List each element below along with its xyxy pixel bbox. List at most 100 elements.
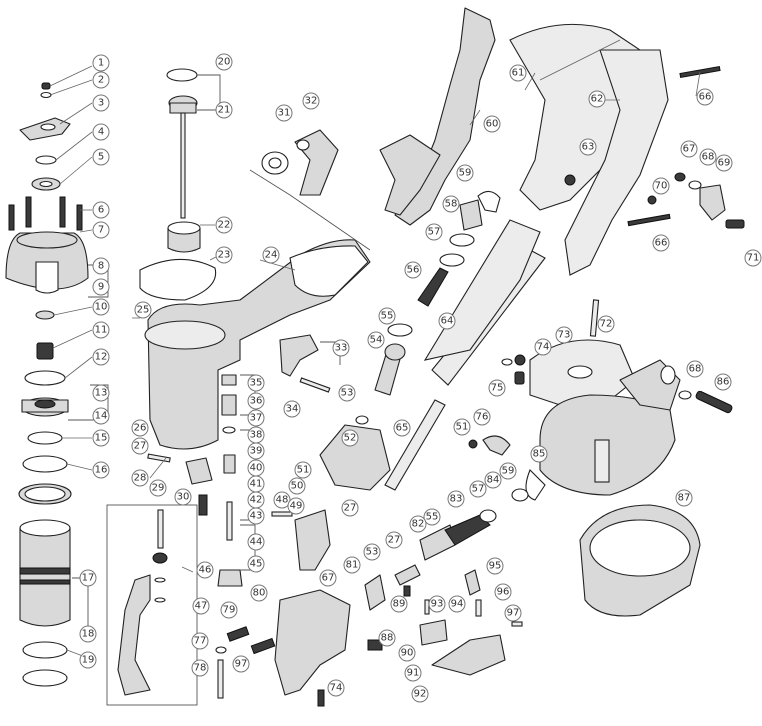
callout-circle bbox=[409, 515, 427, 533]
callout-number: 35 bbox=[250, 378, 263, 389]
callout-circle bbox=[92, 257, 110, 275]
callout-circle bbox=[447, 490, 465, 508]
callout-19: 19 bbox=[79, 651, 97, 669]
callout-number: 48 bbox=[276, 495, 289, 506]
callout-number: 97 bbox=[507, 608, 520, 619]
callout-16: 16 bbox=[92, 461, 110, 479]
callout-circle bbox=[247, 442, 265, 460]
callout-number: 20 bbox=[218, 57, 231, 68]
callout-92: 92 bbox=[411, 685, 429, 703]
callout-number: 74 bbox=[537, 342, 550, 353]
callout-60: 60 bbox=[483, 115, 501, 133]
callout-number: 32 bbox=[305, 96, 318, 107]
callout-88: 88 bbox=[378, 629, 396, 647]
callout-circle bbox=[367, 331, 385, 349]
callout-15: 15 bbox=[92, 429, 110, 447]
callout-number: 11 bbox=[95, 325, 108, 336]
callout-number: 79 bbox=[223, 605, 236, 616]
callout-circle bbox=[579, 138, 597, 156]
callout-41: 41 bbox=[247, 475, 265, 493]
callout-circle bbox=[530, 445, 548, 463]
callout-circle bbox=[92, 123, 110, 141]
callout-number: 94 bbox=[451, 599, 464, 610]
left-stack-parts bbox=[5, 82, 89, 687]
callout-circle bbox=[79, 625, 97, 643]
callout-circle bbox=[92, 429, 110, 447]
callout-78: 78 bbox=[191, 659, 209, 677]
callout-circle bbox=[428, 595, 446, 613]
callout-circle bbox=[319, 569, 337, 587]
callout-number: 9 bbox=[98, 282, 104, 293]
callout-68b: 68 bbox=[686, 360, 704, 378]
callout-circle bbox=[338, 384, 356, 402]
callout-circle bbox=[191, 659, 209, 677]
callout-58: 58 bbox=[442, 195, 460, 213]
callout-20: 20 bbox=[215, 53, 233, 71]
callout-53b: 53 bbox=[363, 543, 381, 561]
callout-circle bbox=[92, 298, 110, 316]
callout-66b: 66 bbox=[652, 234, 670, 252]
frame-46-47 bbox=[106, 504, 227, 706]
callout-80: 80 bbox=[250, 584, 268, 602]
callout-circle bbox=[247, 392, 265, 410]
callout-number: 27 bbox=[134, 441, 147, 452]
callout-85: 85 bbox=[530, 445, 548, 463]
callout-number: 52 bbox=[344, 433, 357, 444]
callout-number: 60 bbox=[486, 119, 499, 130]
callout-63: 63 bbox=[579, 138, 597, 156]
callout-number: 95 bbox=[489, 561, 502, 572]
callout-53a: 53 bbox=[338, 384, 356, 402]
callout-21: 21 bbox=[215, 101, 233, 119]
callout-circle bbox=[699, 148, 717, 166]
callout-number: 30 bbox=[177, 492, 190, 503]
callout-79: 79 bbox=[220, 601, 238, 619]
callout-22: 22 bbox=[215, 216, 233, 234]
callout-circle bbox=[92, 407, 110, 425]
callout-number: 42 bbox=[250, 495, 263, 506]
callout-number: 43 bbox=[250, 511, 263, 522]
callout-13: 13 bbox=[92, 384, 110, 402]
callout-number: 89 bbox=[393, 599, 406, 610]
callout-number: 82 bbox=[412, 519, 425, 530]
callout-number: 73 bbox=[558, 330, 571, 341]
callout-circle bbox=[509, 64, 527, 82]
callout-circle bbox=[232, 655, 250, 673]
callout-50: 50 bbox=[288, 477, 306, 495]
callout-number: 37 bbox=[250, 413, 263, 424]
callout-circle bbox=[696, 88, 714, 106]
callout-number: 55 bbox=[381, 311, 394, 322]
callout-25: 25 bbox=[134, 301, 152, 319]
callout-circle bbox=[448, 595, 466, 613]
callout-circle bbox=[92, 384, 110, 402]
callout-number: 51 bbox=[297, 465, 310, 476]
callout-circle bbox=[488, 379, 506, 397]
callout-51a: 51 bbox=[294, 461, 312, 479]
callout-circle bbox=[275, 104, 293, 122]
callout-number: 14 bbox=[95, 411, 108, 422]
callout-circle bbox=[92, 221, 110, 239]
callout-number: 6 bbox=[98, 205, 104, 216]
callout-number: 72 bbox=[600, 319, 613, 330]
callout-circle bbox=[134, 301, 152, 319]
callout-number: 2 bbox=[98, 75, 104, 86]
callout-number: 56 bbox=[407, 265, 420, 276]
callout-number: 27 bbox=[388, 535, 401, 546]
callout-34: 34 bbox=[283, 400, 301, 418]
callout-number: 50 bbox=[291, 481, 304, 492]
callout-circle bbox=[473, 408, 491, 426]
callout-circle bbox=[92, 201, 110, 219]
callout-87: 87 bbox=[675, 489, 693, 507]
callout-number: 80 bbox=[253, 588, 266, 599]
callout-circle bbox=[588, 90, 606, 108]
callout-number: 4 bbox=[98, 127, 104, 138]
callout-circle bbox=[680, 140, 698, 158]
callout-circle bbox=[425, 223, 443, 241]
callout-number: 15 bbox=[95, 433, 108, 444]
callout-31: 31 bbox=[275, 104, 293, 122]
callout-number: 16 bbox=[95, 465, 108, 476]
callout-number: 97 bbox=[235, 659, 248, 670]
callout-71: 71 bbox=[744, 249, 762, 267]
callout-6: 6 bbox=[92, 201, 110, 219]
callout-number: 21 bbox=[218, 105, 231, 116]
callout-circle bbox=[341, 499, 359, 517]
